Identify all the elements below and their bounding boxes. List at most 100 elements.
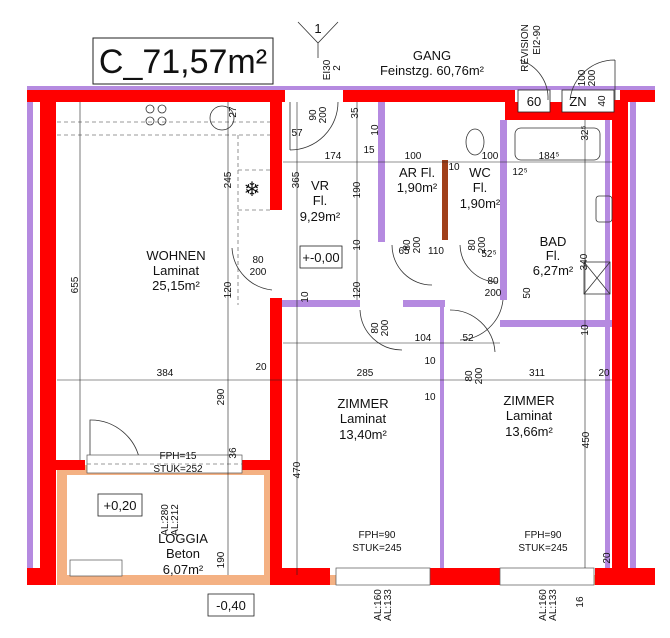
zn-label: ZN (569, 94, 586, 109)
room-wohnen: WOHNEN Laminat 25,15m² (146, 248, 205, 293)
shaft-zn (561, 89, 615, 113)
svg-text:384: 384 (157, 368, 174, 379)
svg-text:285: 285 (357, 368, 374, 379)
svg-text:STUK=245: STUK=245 (352, 543, 402, 554)
svg-text:AL:133: AL:133 (548, 589, 559, 621)
shower-icon (583, 261, 611, 295)
svg-text:16: 16 (575, 596, 586, 608)
svg-text:AL:133: AL:133 (383, 589, 394, 621)
windows (69, 454, 595, 586)
svg-text:200: 200 (485, 288, 502, 299)
svg-text:Laminat: Laminat (506, 408, 553, 423)
svg-text:Fl.: Fl. (313, 193, 327, 208)
door-entry-label: 90 200 (308, 106, 329, 123)
svg-text:10: 10 (580, 324, 591, 336)
room-gang: GANG Feinstzg. 60,76m² (380, 48, 485, 78)
svg-text:15: 15 (363, 145, 375, 156)
window-wohnen-label: FPH=15 STUK=252 AL:280 AL:212 (153, 451, 203, 536)
door-wc-label: 80 200 (467, 236, 488, 253)
svg-text:10: 10 (300, 291, 311, 303)
svg-text:90: 90 (308, 109, 319, 121)
svg-text:80: 80 (252, 255, 264, 266)
svg-text:32⁵: 32⁵ (580, 125, 591, 140)
svg-text:1,90m²: 1,90m² (397, 180, 438, 195)
svg-text:174: 174 (325, 151, 342, 162)
svg-text:WOHNEN: WOHNEN (146, 248, 205, 263)
svg-text:6,07m²: 6,07m² (163, 562, 204, 577)
room-vr: VR Fl. 9,29m² (300, 178, 341, 224)
svg-text:STUK=252: STUK=252 (153, 464, 203, 475)
svg-text:AL:280: AL:280 (160, 504, 171, 536)
svg-text:35: 35 (350, 107, 361, 119)
svg-text:100: 100 (577, 69, 588, 86)
svg-text:12⁵: 12⁵ (512, 167, 527, 178)
svg-text:57: 57 (291, 128, 303, 139)
svg-text:FPH=90: FPH=90 (525, 530, 562, 541)
room-wc: WC Fl. 1,90m² (460, 165, 501, 211)
svg-text:LOGGIA: LOGGIA (158, 531, 208, 546)
svg-text:25,15m²: 25,15m² (152, 278, 200, 293)
room-bad: BAD Fl. 6,27m² (533, 234, 574, 278)
level-loggia: +0,20 (97, 493, 143, 517)
svg-text:340: 340 (579, 253, 590, 270)
unit-title: C_71,57m² (99, 43, 267, 81)
fire-door-sub: 2 (332, 65, 343, 71)
svg-text:450: 450 (581, 431, 592, 448)
svg-text:Laminat: Laminat (340, 411, 387, 426)
svg-text:-0,40: -0,40 (216, 598, 246, 613)
zn-40-label: 40 (597, 95, 608, 107)
svg-text:+0,20: +0,20 (104, 498, 137, 513)
dimension-lines (57, 102, 612, 575)
svg-text:10: 10 (424, 356, 436, 367)
svg-text:AR Fl.: AR Fl. (399, 165, 435, 180)
svg-text:80: 80 (370, 322, 381, 334)
svg-text:13,66m²: 13,66m² (505, 424, 553, 439)
svg-text:Fl.: Fl. (546, 248, 560, 263)
svg-text:290: 290 (216, 388, 227, 405)
svg-text:+-0,00: +-0,00 (302, 250, 339, 265)
level-outside: -0,40 (207, 593, 255, 617)
svg-text:311: 311 (529, 368, 545, 379)
svg-text:20: 20 (255, 362, 267, 373)
room-zimmer-2: ZIMMER Laminat 13,66m² (503, 393, 554, 439)
svg-text:13,40m²: 13,40m² (339, 427, 387, 442)
door-zimmer-2-label: 80 200 (464, 367, 485, 384)
revision-rating: EI2-90 (532, 25, 543, 55)
partition-walls (27, 86, 655, 580)
svg-text:WC: WC (469, 165, 491, 180)
svg-text:365: 365 (291, 171, 302, 188)
svg-text:104: 104 (415, 333, 432, 344)
svg-text:190: 190 (352, 181, 363, 198)
svg-text:AL:160: AL:160 (373, 589, 384, 621)
svg-text:FPH=15: FPH=15 (160, 451, 197, 462)
dimension-labels: 57 174 100 100 184⁵ 12⁵ 10 15 10 35 365 … (70, 106, 613, 608)
svg-text:Feinstzg. 60,76m²: Feinstzg. 60,76m² (380, 63, 485, 78)
svg-text:Fl.: Fl. (473, 180, 487, 195)
svg-text:ZIMMER: ZIMMER (503, 393, 554, 408)
window-zimmer-2-label: FPH=90 STUK=245 AL:160 AL:133 (518, 530, 568, 621)
svg-text:100: 100 (482, 151, 499, 162)
bathtub-icon (514, 127, 601, 161)
svg-text:200: 200 (250, 267, 267, 278)
section-number: 1 (314, 21, 321, 36)
svg-text:10: 10 (370, 124, 381, 136)
svg-text:50: 50 (522, 287, 533, 299)
svg-text:VR: VR (311, 178, 329, 193)
svg-text:Laminat: Laminat (153, 263, 200, 278)
door-bad-label: 80 200 (485, 276, 502, 299)
door-zimmer-1-label: 80 200 (370, 319, 391, 336)
svg-text:36: 36 (228, 447, 239, 459)
svg-text:184⁵: 184⁵ (539, 151, 560, 162)
shaft-60-label: 60 (527, 94, 541, 109)
section-arrow-icon (297, 21, 339, 58)
svg-text:52⁵: 52⁵ (481, 249, 496, 260)
door-swings (89, 59, 616, 463)
svg-text:20: 20 (602, 552, 613, 564)
brown-wall (442, 160, 448, 240)
unit-title-box (92, 37, 274, 85)
room-zimmer-1: ZIMMER Laminat 13,40m² (337, 396, 388, 442)
svg-text:200: 200 (318, 106, 329, 123)
washbasin-icon (595, 195, 613, 223)
door-zn-label: 100 200 (577, 69, 598, 86)
